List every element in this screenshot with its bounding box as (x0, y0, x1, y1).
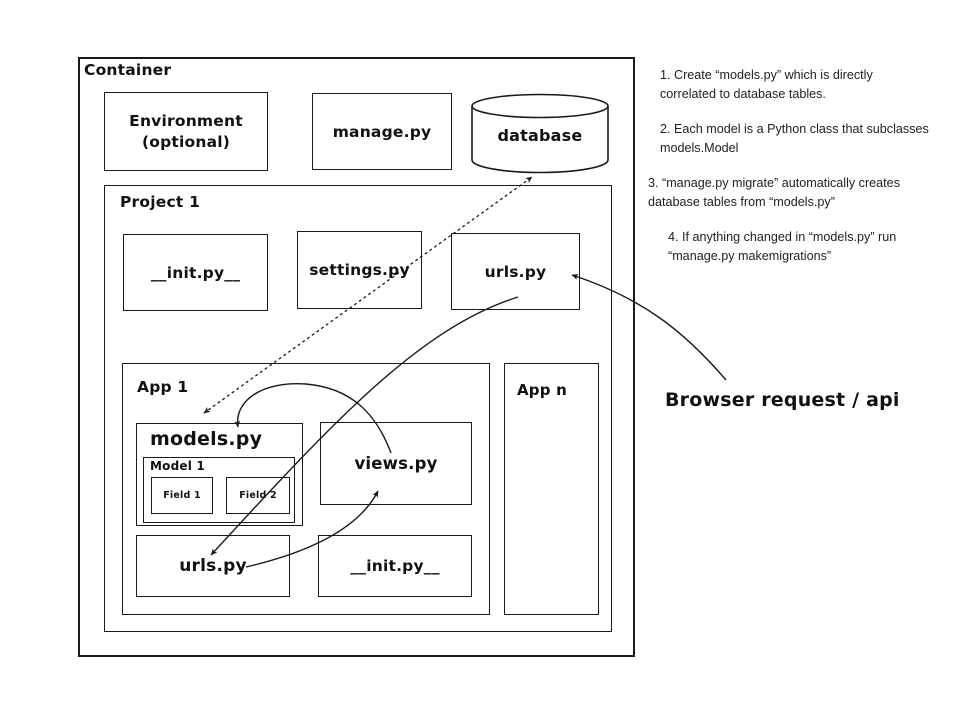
note-3-line2: database tables from “models.py” (648, 194, 835, 209)
app1-label: App 1 (137, 378, 189, 396)
models-py-label: models.py (150, 428, 263, 450)
field1-label: Field 1 (163, 490, 201, 501)
project-urls-label: urls.py (484, 262, 547, 281)
container-label: Container (84, 61, 172, 79)
app1-urls-label: urls.py (179, 556, 247, 576)
note-2-line1: 2. Each model is a Python class that sub… (660, 122, 929, 136)
database-label: database (497, 126, 583, 145)
app1-init-box: __init.py__ (318, 535, 472, 597)
appn-label: App n (517, 381, 567, 399)
note-1: 1. Create “models.py” which is directly … (660, 66, 960, 104)
appn-box (504, 363, 599, 615)
views-py-label: views.py (354, 454, 438, 473)
project-urls-box: urls.py (451, 233, 580, 310)
database-cylinder-body (471, 106, 609, 174)
project-init-label: __init.py__ (150, 263, 241, 282)
note-1-line1: 1. Create “models.py” which is directly (660, 68, 873, 82)
settings-py-box: settings.py (297, 231, 422, 309)
database-cylinder-top (471, 93, 609, 119)
note-4: 4. If anything changed in “models.py” ru… (668, 228, 960, 266)
field2-label: Field 2 (239, 490, 277, 501)
environment-box: Environment (optional) (104, 92, 268, 171)
views-py-box: views.py (320, 422, 472, 505)
browser-request-label: Browser request / api (665, 389, 900, 411)
model1-label: Model 1 (150, 459, 205, 473)
note-3: 3. “manage.py migrate” automatically cre… (648, 174, 958, 212)
note-4-line2: “manage.py makemigrations” (668, 248, 832, 263)
environment-label: Environment (optional) (129, 111, 243, 151)
manage-py-label: manage.py (332, 122, 432, 141)
settings-py-label: settings.py (309, 261, 410, 279)
field2-box: Field 2 (226, 477, 290, 514)
note-2: 2. Each model is a Python class that sub… (660, 120, 960, 158)
note-2-line2: models.Model (660, 140, 739, 155)
note-3-line1: 3. “manage.py migrate” automatically cre… (648, 176, 900, 190)
app1-init-label: __init.py__ (350, 557, 440, 575)
app1-urls-box: urls.py (136, 535, 290, 597)
project-label: Project 1 (120, 193, 201, 211)
note-1-line2: correlated to database tables. (660, 86, 826, 101)
manage-py-box: manage.py (312, 93, 452, 170)
field1-box: Field 1 (151, 477, 213, 514)
note-4-line1: 4. If anything changed in “models.py” ru… (668, 230, 897, 244)
project-init-box: __init.py__ (123, 234, 268, 311)
